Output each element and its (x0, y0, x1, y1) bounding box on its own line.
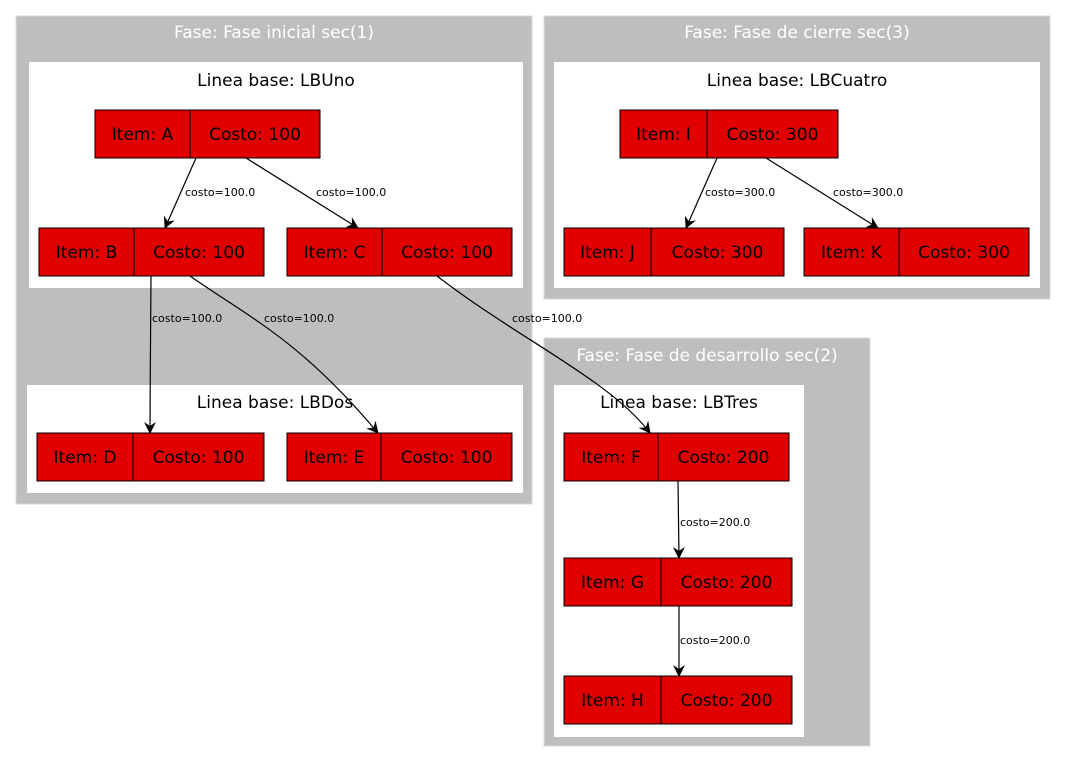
item-node-G[interactable]: Item: G Costo: 200 (563, 557, 793, 607)
edge-arrow (144, 275, 157, 434)
edge-label: costo=100.0 (264, 312, 334, 325)
cost-cell (381, 227, 513, 277)
item-label: Item: B (56, 243, 118, 263)
item-label: Item: C (304, 243, 366, 263)
phase-title: Fase: Fase de cierre sec(3) (684, 23, 910, 43)
cost-label: Costo: 200 (678, 448, 770, 468)
item-cell (563, 675, 662, 725)
edge-label: costo=300.0 (833, 186, 903, 199)
cost-cell (132, 432, 265, 482)
edge-arrow (436, 275, 651, 434)
cost-cell (660, 675, 793, 725)
edge-arrow (684, 157, 718, 229)
edge-arrow (163, 157, 197, 229)
edge-arrow (189, 275, 379, 434)
item-label: Item: E (304, 448, 365, 468)
baseline-title: Linea base: LBCuatro (707, 71, 887, 91)
item-node-K[interactable]: Item: K Costo: 300 (803, 227, 1030, 277)
cost-cell (380, 432, 513, 482)
item-cell (94, 109, 191, 159)
cost-cell (133, 227, 265, 277)
cost-label: Costo: 200 (681, 691, 773, 711)
item-label: Item: I (636, 125, 691, 145)
edge-I-K (765, 157, 879, 229)
phase-title: Fase: Fase inicial sec(1) (174, 23, 374, 43)
edge-label: costo=200.0 (680, 516, 750, 529)
cost-label: Costo: 300 (727, 125, 819, 145)
item-node-A[interactable]: Item: A Costo: 100 (94, 109, 321, 159)
cost-label: Costo: 100 (401, 448, 493, 468)
cost-cell (650, 227, 785, 277)
item-label: Item: A (112, 125, 174, 145)
item-node-B[interactable]: Item: B Costo: 100 (38, 227, 265, 277)
baseline-title: Linea base: LBDos (197, 393, 354, 413)
edge-arrow (672, 480, 685, 559)
edge-B-E (189, 275, 379, 434)
item-label: Item: H (581, 691, 644, 711)
edge-C-F (436, 275, 651, 434)
baseline-title: Linea base: LBTres (600, 393, 758, 413)
cost-cell (706, 109, 839, 159)
phase-title: Fase: Fase de desarrollo sec(2) (576, 346, 837, 366)
item-label: Item: D (54, 448, 117, 468)
edge-label: costo=200.0 (680, 634, 750, 647)
edge-F-G (672, 480, 685, 559)
cost-cell (657, 432, 790, 482)
cost-label: Costo: 100 (209, 125, 301, 145)
item-label: Item: G (581, 573, 644, 593)
baseline-title: Linea base: LBUno (197, 71, 355, 91)
edge-label: costo=300.0 (705, 186, 775, 199)
cost-label: Costo: 100 (153, 448, 245, 468)
cost-label: Costo: 300 (672, 243, 764, 263)
item-cell (803, 227, 900, 277)
edge-label: costo=100.0 (152, 312, 222, 325)
edge-I-J (684, 157, 718, 229)
item-node-D[interactable]: Item: D Costo: 100 (36, 432, 265, 482)
item-cell (286, 227, 383, 277)
edge-label: costo=100.0 (185, 186, 255, 199)
cost-label: Costo: 300 (918, 243, 1010, 263)
edge-B-D (144, 275, 157, 434)
cost-cell (898, 227, 1030, 277)
item-label: Item: J (580, 243, 635, 263)
item-cell (38, 227, 135, 277)
cost-label: Costo: 100 (401, 243, 493, 263)
item-cell (563, 557, 662, 607)
item-cell (563, 227, 652, 277)
item-label: Item: F (581, 448, 641, 468)
cost-cell (660, 557, 793, 607)
item-node-J[interactable]: Item: J Costo: 300 (563, 227, 785, 277)
edge-arrow (245, 157, 359, 229)
item-node-E[interactable]: Item: E Costo: 100 (286, 432, 513, 482)
item-label: Item: K (821, 243, 883, 263)
cost-label: Costo: 200 (681, 573, 773, 593)
edge-label: costo=100.0 (512, 312, 582, 325)
edge-arrow (765, 157, 879, 229)
item-cell (286, 432, 382, 482)
edge-label: costo=100.0 (316, 186, 386, 199)
edge-A-C (245, 157, 359, 229)
item-node-F[interactable]: Item: F Costo: 200 (563, 432, 790, 482)
item-node-C[interactable]: Item: C Costo: 100 (286, 227, 513, 277)
edge-A-B (163, 157, 197, 229)
item-node-H[interactable]: Item: H Costo: 200 (563, 675, 793, 725)
cost-label: Costo: 100 (153, 243, 245, 263)
item-node-I[interactable]: Item: I Costo: 300 (619, 109, 839, 159)
cost-cell (189, 109, 321, 159)
